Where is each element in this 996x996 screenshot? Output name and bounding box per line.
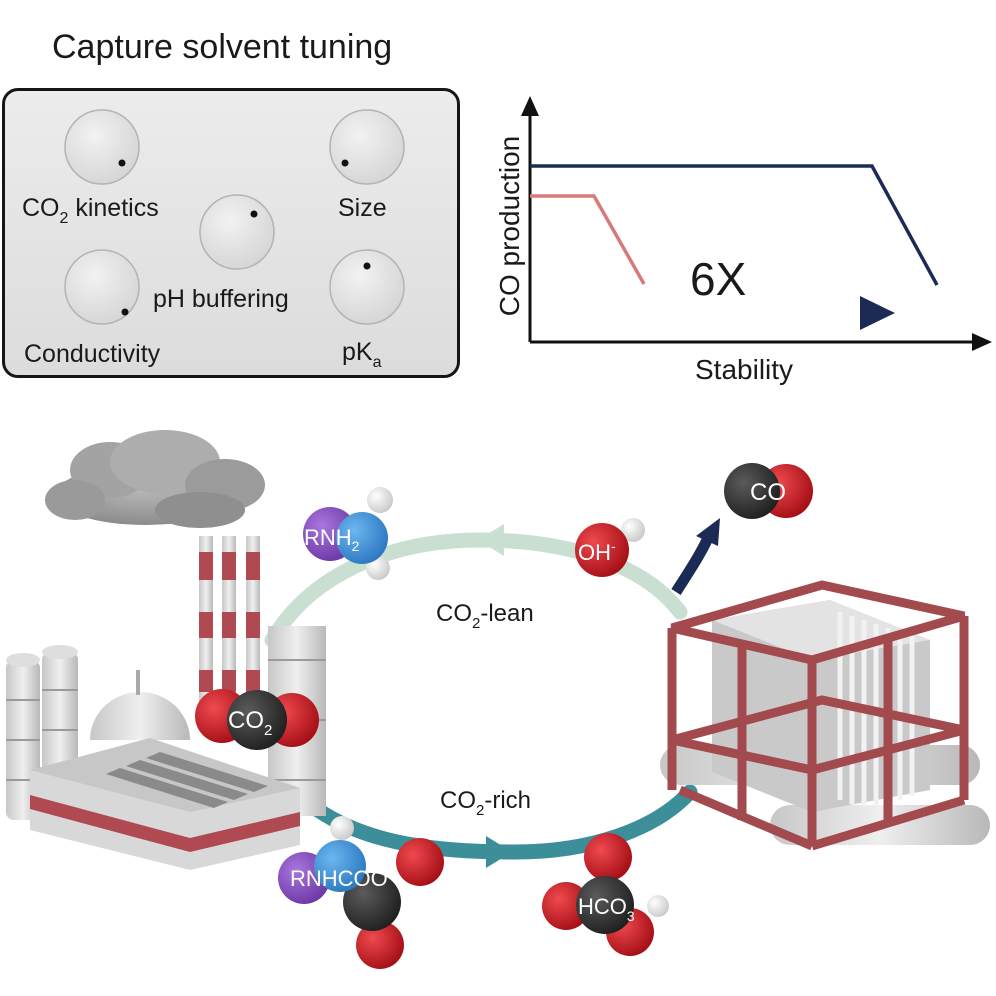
co2-label: CO: [228, 707, 264, 734]
series-line-baseline: [530, 194, 646, 285]
co2-lean-label: CO2-lean: [436, 600, 534, 632]
y-axis-arrowhead: [521, 96, 539, 116]
hco3-subscript: 3: [627, 908, 635, 924]
pka-knob[interactable]: [329, 249, 405, 325]
co-label: CO: [750, 479, 786, 506]
factory-building: [30, 738, 300, 870]
ph-buffering-label: pH buffering: [153, 285, 289, 313]
stability-chart: [521, 96, 992, 351]
co2-rich-arrowhead: [486, 836, 512, 868]
co2-rich-arc: [310, 784, 698, 860]
co-output-arrowhead: [696, 518, 720, 546]
chimney: [246, 536, 260, 716]
dome-tank: [90, 670, 190, 740]
improvement-annotation: 6X: [690, 253, 747, 305]
pka-label: pKa: [342, 338, 382, 371]
conductivity-label: Conductivity: [24, 340, 161, 368]
svg-text:OH-: OH-: [578, 538, 616, 565]
rnh2-label: RNH: [304, 525, 352, 550]
svg-text:HCO3-: HCO3-: [578, 892, 640, 924]
x-axis-label: Stability: [695, 354, 794, 385]
electrolyzer-stack: [660, 580, 990, 851]
red-frame: [667, 580, 969, 851]
chimney: [222, 536, 236, 716]
conductivity-knob[interactable]: [64, 249, 140, 325]
co-output-arrow: [671, 535, 713, 595]
rnh2-molecule: RNH2: [303, 487, 393, 580]
ph-buffering-knob[interactable]: [199, 194, 275, 270]
knob-layer: [64, 109, 405, 325]
co2-subscript: 2: [264, 722, 272, 739]
rnhcoo-molecule: RNHCOO-: [278, 816, 444, 969]
smoke-cloud: [45, 430, 265, 528]
rnhcoo-superscript: -: [388, 864, 393, 880]
capture-cycle: [264, 518, 720, 868]
svg-text:CO2: CO2: [228, 707, 272, 739]
solvent-tuning-panel: CO2 kinetics Size pH buffering Conductiv…: [2, 88, 460, 378]
oh-superscript: -: [611, 538, 616, 554]
hco3-molecule: HCO3-: [542, 833, 669, 956]
y-axis-label: CO production: [494, 135, 525, 317]
co2-kinetics-label: CO2 kinetics: [22, 194, 159, 227]
svg-text:RNH2: RNH2: [304, 525, 360, 554]
series-line-improved: [530, 164, 939, 286]
rnh2-subscript: 2: [352, 538, 360, 554]
size-label: Size: [338, 194, 387, 222]
co2-rich-label: CO2-rich: [440, 787, 531, 819]
rnhcoo-label: RNHCOO: [290, 866, 388, 891]
chimney: [199, 536, 213, 716]
oh-molecule: OH-: [575, 518, 645, 577]
svg-text:RNHCOO-: RNHCOO-: [290, 864, 393, 891]
co-molecule: CO: [724, 463, 813, 519]
co2-molecule: CO2: [195, 689, 319, 750]
size-knob[interactable]: [329, 109, 405, 185]
hco3-superscript: -: [635, 892, 640, 908]
panel-title: Capture solvent tuning: [52, 28, 393, 66]
co2-kinetics-knob[interactable]: [64, 109, 140, 185]
x-axis-arrowhead: [972, 333, 992, 351]
hco3-label: HCO: [578, 894, 627, 919]
improvement-arrowhead: [860, 296, 895, 330]
oh-label: OH: [578, 540, 611, 565]
co2-lean-arrowhead: [478, 524, 504, 556]
